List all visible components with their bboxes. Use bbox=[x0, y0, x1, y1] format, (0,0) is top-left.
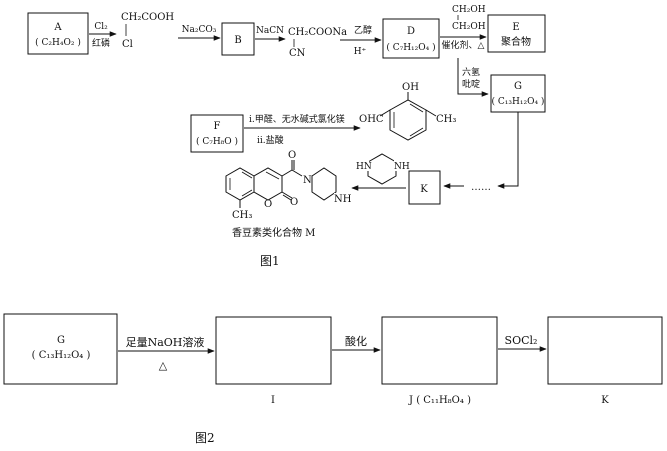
m-lactone-carbonyl-o: O bbox=[290, 197, 298, 208]
fig2-reagent-naoh: 足量NaOH溶液 bbox=[126, 335, 205, 349]
node-G-formula: ( C₁₃H₁₂O₄ ) bbox=[492, 96, 545, 107]
aldehyde-ch3: CH₃ bbox=[436, 114, 456, 125]
coumarin-compound-M-structure: O O CH₃ O N NH bbox=[225, 150, 352, 221]
arrow-g bbox=[457, 58, 489, 97]
aldehyde-oh: OH bbox=[402, 82, 419, 93]
node-E-box bbox=[487, 14, 546, 53]
product-name: 香豆素类化合物 M bbox=[232, 226, 315, 239]
figure-2: G ( C₁₃H₁₂O₄ ) 足量NaOH溶液 △ I 酸化 J ( C₁₁H₈… bbox=[3, 313, 663, 445]
node-D-name: D bbox=[407, 26, 415, 37]
node-K-name: K bbox=[420, 184, 428, 195]
methyl-salicylaldehyde-structure: OH OHC CH₃ bbox=[359, 82, 456, 141]
reagent-hexahydro: 六氢 bbox=[462, 66, 480, 78]
figure-1-caption: 图1 bbox=[260, 254, 280, 268]
reagent-ethanol: 乙醇 bbox=[354, 24, 372, 36]
piperazine-structure: HN NH bbox=[356, 153, 410, 185]
chloroacetic-ch2cooh: CH₂COOH bbox=[121, 12, 174, 23]
reagent-h-plus: H⁺ bbox=[354, 47, 367, 57]
node-F-name: F bbox=[214, 121, 221, 132]
fig2-I-label: I bbox=[271, 395, 275, 406]
fig2-K-label: K bbox=[601, 395, 609, 406]
reagent-hcl: ii.盐酸 bbox=[257, 134, 284, 146]
node-A-formula: ( C₂H₄O₂ ) bbox=[35, 37, 81, 48]
figure-2-caption: 图2 bbox=[195, 431, 215, 445]
cyano-cn: CN bbox=[289, 48, 306, 59]
fig2-G-formula: ( C₁₃H₁₂O₄ ) bbox=[32, 350, 91, 361]
reagent-nacn: NaCN bbox=[256, 26, 284, 36]
fig2-reagent-acidify: 酸化 bbox=[345, 334, 367, 348]
reagent-catalyst-heat: 催化剂、△ bbox=[442, 39, 485, 51]
node-B-name: B bbox=[234, 35, 241, 46]
ethylene-glycol-structure: CH₂OH CH₂OH bbox=[452, 5, 486, 32]
node-A-name: A bbox=[53, 22, 62, 33]
glycol-ch2oh-1: CH₂OH bbox=[452, 5, 486, 15]
node-B-box bbox=[221, 22, 255, 56]
arrow-g-down bbox=[497, 112, 519, 189]
fig2-G-name: G bbox=[57, 335, 65, 346]
fig2-J-label: J ( C₁₁H₈O₄ ) bbox=[408, 395, 471, 406]
node-K-box bbox=[408, 170, 441, 205]
node-A-box bbox=[27, 12, 89, 55]
glycol-ch2oh-2: CH₂OH bbox=[452, 22, 486, 32]
chloroacetic-acid-structure: CH₂COOH Cl bbox=[121, 12, 174, 50]
node-D-formula: ( C₇H₁₂O₄ ) bbox=[386, 42, 435, 53]
node-G-name: G bbox=[514, 81, 522, 92]
aldehyde-cho: OHC bbox=[359, 114, 384, 125]
node-E-name: E bbox=[512, 22, 519, 33]
reagent-na2co3: Na₂CO₃ bbox=[182, 25, 217, 35]
piperazine-hn: HN bbox=[356, 162, 372, 172]
node-F-box bbox=[190, 114, 244, 153]
fig2-box-G bbox=[3, 313, 118, 385]
reagent-pyridine: 吡啶 bbox=[462, 78, 480, 90]
cyanoacetate-structure: CH₂COONa CN bbox=[288, 27, 347, 59]
fig2-reagent-socl2: SOCl₂ bbox=[505, 334, 538, 347]
figure-1: A ( C₂H₄O₂ ) Cl₂ 红磷 CH₂COOH Cl Na₂CO₃ B … bbox=[27, 5, 546, 268]
reagent-cl2: Cl₂ bbox=[94, 22, 108, 32]
node-D-box bbox=[382, 18, 440, 59]
chloroacetic-cl: Cl bbox=[122, 39, 133, 50]
m-ring-o: O bbox=[264, 199, 272, 210]
m-ch3: CH₃ bbox=[232, 210, 252, 221]
piperazine-nh: NH bbox=[394, 162, 410, 172]
reagent-formaldehyde: i.甲醛、无水碱式氯化镁 bbox=[249, 113, 345, 125]
reagent-red-phosphorus: 红磷 bbox=[92, 37, 110, 49]
m-amide-o: O bbox=[288, 150, 296, 161]
node-F-formula: ( C₇H₈O ) bbox=[196, 136, 238, 147]
fig2-box-K bbox=[547, 316, 663, 385]
fig2-box-J bbox=[381, 316, 498, 385]
node-E-desc: 聚合物 bbox=[501, 35, 531, 48]
cyano-ch2coona: CH₂COONa bbox=[288, 27, 347, 38]
fig2-reagent-heat: △ bbox=[159, 359, 168, 372]
fig2-box-I bbox=[215, 316, 332, 385]
ellipsis-steps: …… bbox=[471, 182, 491, 193]
m-amide-n: N bbox=[303, 175, 312, 186]
m-nh: NH bbox=[334, 194, 352, 205]
